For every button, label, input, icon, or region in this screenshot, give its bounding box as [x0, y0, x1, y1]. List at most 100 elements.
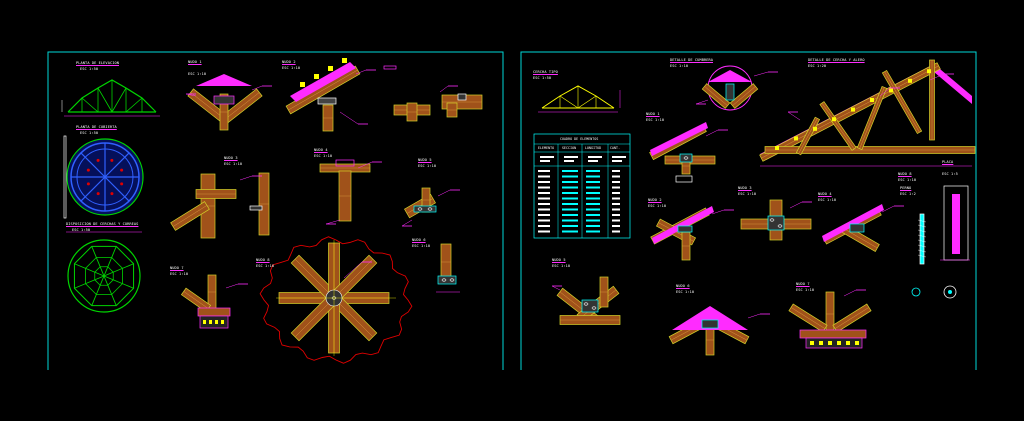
radial-spoke: [74, 275, 105, 289]
left-nudo-6: [436, 243, 460, 293]
roof-cover: [290, 62, 356, 102]
table-cell-mark: [562, 181, 578, 183]
tag: [383, 65, 397, 70]
purlin-section: [300, 82, 305, 87]
table-cell-mark: [562, 230, 578, 233]
timber-centerline: [842, 227, 878, 249]
table-cell-mark: [612, 181, 620, 183]
plate: [249, 205, 263, 211]
left-beam-joints: [393, 85, 483, 122]
leader-line: [355, 69, 367, 75]
post: [322, 104, 334, 132]
detail-scale: ESC 1:10: [418, 164, 437, 168]
leader-line: [339, 111, 359, 125]
revision-cloud: [259, 236, 413, 364]
roof-cover: [652, 206, 714, 244]
table-cell-mark: [586, 225, 600, 227]
post: [825, 291, 835, 337]
anchor: [209, 320, 212, 324]
truss-web: [577, 95, 597, 109]
bolt-thread: [917, 229, 927, 233]
table-cell-mark: [586, 214, 600, 216]
plate: [849, 223, 865, 233]
detail-title-nudo: NUDO 4: [818, 192, 832, 196]
leader-line: [879, 87, 891, 97]
table-cell-mark: [612, 214, 620, 216]
anchor: [203, 320, 206, 324]
detail-title-nudo: NUDO 7: [170, 266, 184, 270]
beam: [195, 189, 237, 199]
purlin-section: [342, 58, 347, 63]
table-cell-mark: [562, 214, 578, 216]
roof-cover: [672, 306, 748, 330]
detail-scale: ESC 1:50: [80, 67, 99, 71]
table-cell-mark: [612, 197, 620, 200]
purlin-section: [870, 98, 874, 102]
table-cell-mark: [612, 170, 620, 172]
table-cell-mark: [586, 181, 600, 183]
table-cell-mark: [612, 225, 620, 227]
table-cell-mark: [586, 175, 600, 178]
table-cell-mark: [538, 186, 550, 189]
leader-line: [251, 85, 263, 91]
detail-title-alero: DETALLE DE CERCHA Y ALERO: [808, 58, 865, 62]
table-cell-mark: [586, 197, 600, 200]
detail-title-cumbrera: DETALLE DE CUMBRERA: [670, 58, 714, 62]
detail-scale: ESC 1:2: [900, 192, 916, 196]
table-cell-mark: [538, 181, 550, 183]
table-cell-mark: [562, 175, 578, 178]
right-nudo-3: [740, 199, 812, 241]
detail-title-nudo: NUDO 5: [418, 158, 432, 162]
detail-scale: ESC 1:20: [808, 64, 827, 68]
table-cell-mark: [562, 170, 578, 172]
purlin-section: [314, 74, 319, 79]
detail-scale: ESC 1:50: [533, 76, 552, 80]
table-cell-mark: [586, 219, 600, 222]
steel-plate: [213, 95, 235, 105]
plate-section: [952, 194, 960, 254]
anchor: [810, 341, 814, 345]
detail-title-nudo: NUDO 6: [412, 238, 426, 242]
table-cell-mark: [538, 214, 550, 216]
plan-marker: [110, 158, 114, 162]
sill: [197, 307, 231, 317]
table-cell-mark: [538, 192, 550, 194]
plan-marker: [96, 192, 100, 196]
purlin-section: [927, 69, 931, 74]
web-member: [856, 86, 888, 150]
leader-line: [239, 175, 253, 181]
anchor: [837, 341, 841, 345]
anchor: [846, 341, 850, 345]
detail-scale: ESC 1:10: [188, 72, 207, 76]
tag: [675, 175, 693, 183]
truss-web: [559, 95, 579, 109]
anchor: [855, 341, 859, 345]
timber-centerline: [834, 307, 870, 329]
table-cell-mark: [612, 230, 620, 233]
detail-title-perno: PERNO: [900, 186, 912, 190]
table-cell-mark: [562, 219, 578, 222]
timber-centerline: [288, 69, 358, 111]
table-cell-mark: [586, 208, 600, 211]
beam: [559, 315, 621, 325]
radial-plan: [66, 231, 142, 313]
anchor: [828, 341, 832, 345]
leader-line: [551, 285, 561, 291]
detail-title-nudo: NUDO 2: [648, 198, 662, 202]
detail-title-nudo: NUDO 7: [796, 282, 810, 286]
table-cell-mark: [612, 160, 622, 162]
table-cell-mark: [564, 160, 574, 162]
leader-line: [789, 201, 803, 209]
table-cell-mark: [562, 208, 578, 211]
post: [681, 231, 691, 261]
detail-title-nudo: NUDO 2: [282, 60, 296, 64]
detail-scale: ESC 1:10: [170, 272, 189, 276]
radial-outline: [67, 239, 141, 313]
purlin-section: [851, 107, 855, 112]
left-nudo-8: [259, 236, 413, 364]
elevation-truss: [61, 79, 160, 117]
detail-scale: ESC 1:10: [256, 264, 275, 268]
rafter: [701, 83, 731, 109]
radial-spoke: [91, 275, 105, 306]
